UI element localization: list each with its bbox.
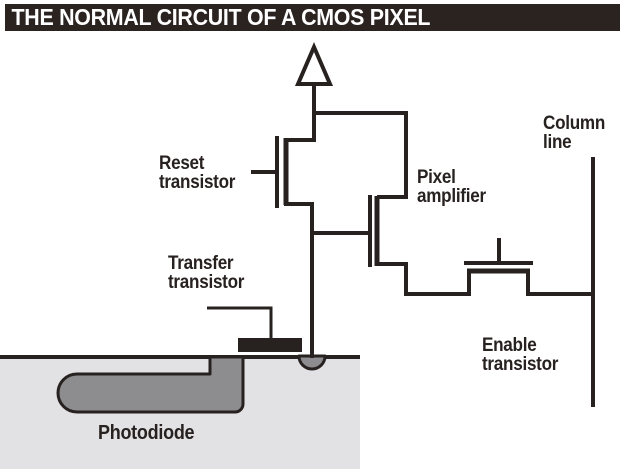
supply-net-wire [312,84,408,199]
enable-to-column-wire [526,271,595,296]
reset-drain-wire [286,111,316,142]
floating-diffusion-contact [297,354,327,371]
amp-source-wire [377,262,471,296]
column-line-label: Column line [543,113,606,153]
figure-title: THE NORMAL CIRCUIT OF A CMOS PIXEL [11,4,431,30]
enable-transistor-label: Enable transistor [482,335,559,375]
pixel-amplifier-label: Pixel amplifier [417,167,486,207]
photodiode-region [56,355,245,414]
transfer-leader-line [207,306,273,341]
transfer-transistor-label: Transfer transistor [168,253,245,293]
reset-source-to-diffusion-wire [284,202,314,358]
figure-title-bar: THE NORMAL CIRCUIT OF A CMOS PIXEL [5,4,620,31]
transfer-gate-electrode [238,338,302,352]
power-supply-triangle-icon [294,41,334,86]
reset-transistor-label: Reset transistor [159,153,236,193]
photodiode-label: Photodiode [98,422,195,444]
